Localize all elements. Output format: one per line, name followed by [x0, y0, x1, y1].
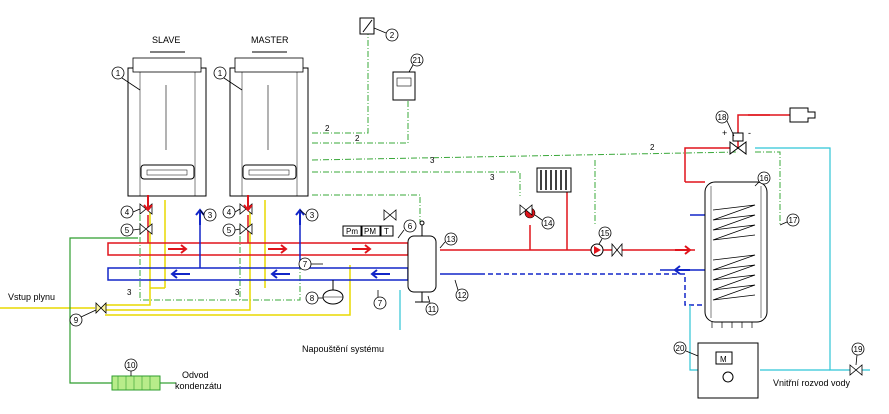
callout-number: 12	[458, 291, 467, 300]
system-filling-label: Napouštění systému	[302, 344, 384, 354]
gas-lines	[0, 200, 351, 316]
cable-tag: 2	[355, 134, 360, 143]
gas-inlet-label: Vstup plynu	[8, 292, 55, 302]
sensor-boxes	[342, 225, 394, 237]
callout-number: 16	[760, 174, 769, 183]
pump-15	[590, 243, 604, 257]
boiler-master	[229, 51, 309, 197]
callout-number: 5	[227, 226, 232, 235]
pm1-label: Pm	[346, 227, 358, 236]
callout-number: 17	[789, 216, 798, 225]
callout-number: 18	[718, 113, 727, 122]
condensate-drain-label-2: kondenzátu	[175, 381, 222, 391]
cold-water-lines	[399, 147, 870, 371]
internal-water-label: Vnitřní rozvod vody	[773, 378, 851, 388]
callout-number: 7	[378, 299, 383, 308]
callout-number: 3	[208, 211, 213, 220]
condensate-lines	[69, 237, 176, 384]
callout-number: 4	[125, 208, 130, 217]
cable-tag: 3	[430, 156, 435, 165]
master-label: MASTER	[251, 35, 289, 45]
valves	[95, 203, 863, 376]
expansion-vessel	[322, 280, 344, 305]
cable-tag: 3	[235, 288, 240, 297]
room-thermostat	[392, 71, 416, 101]
pm2-label: PM	[364, 227, 376, 236]
callout-number: 14	[544, 219, 553, 228]
callout-number: 6	[408, 222, 413, 231]
filling-group	[697, 342, 759, 399]
boiler-slave	[127, 51, 207, 197]
hydraulic-separator	[407, 220, 437, 303]
plus-label: +	[722, 128, 727, 138]
callout-number: 5	[125, 226, 130, 235]
minus-label: -	[748, 128, 751, 138]
cable-tags: 2 2 2 3 3 3 3	[127, 124, 655, 297]
cable-tag: 3	[127, 288, 132, 297]
condensate-drain-label-1: Odvod	[182, 370, 209, 380]
cable-tag: 3	[490, 173, 495, 182]
callout-number: 15	[601, 229, 610, 238]
radiator	[536, 167, 572, 193]
callout-number: 2	[390, 31, 395, 40]
t-label: T	[384, 227, 389, 236]
hot-water-tank	[704, 181, 768, 328]
callout-number: 19	[854, 345, 863, 354]
callout-number: 8	[310, 294, 315, 303]
slave-label: SLAVE	[152, 35, 180, 45]
mixing-valve-18	[729, 132, 747, 155]
tap-icon	[789, 107, 816, 123]
callout-number: 3	[310, 211, 315, 220]
condensate-neutraliser	[111, 375, 161, 391]
callouts	[69, 27, 865, 376]
outdoor-sensor	[359, 17, 375, 35]
callout-number: 9	[74, 316, 79, 325]
callout-number: 7	[303, 260, 308, 269]
cable-tag: 2	[325, 124, 330, 133]
cable-tag: 2	[650, 143, 655, 152]
callout-number: 1	[218, 69, 223, 78]
callout-number: 4	[227, 208, 232, 217]
callout-number: 11	[428, 305, 437, 314]
callout-number: 1	[116, 69, 121, 78]
motor-label: M	[720, 355, 727, 364]
callout-number: 20	[676, 344, 685, 353]
callout-number: 10	[127, 361, 136, 370]
callout-numbers: 1 1 2 3 3 4 4 5 5 6 7 7 8 9 10 11 12 13 …	[74, 31, 863, 370]
callout-number: 21	[413, 56, 422, 65]
callout-number: 13	[447, 235, 456, 244]
